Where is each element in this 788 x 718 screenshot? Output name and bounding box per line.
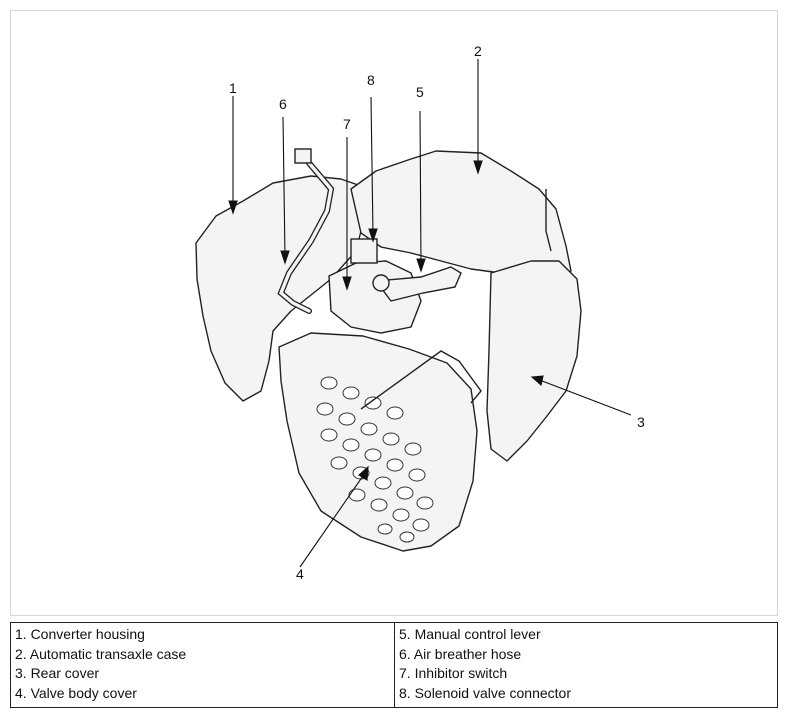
transaxle-illustration <box>195 150 582 552</box>
valve-cover-holes <box>316 376 434 543</box>
legend-item: 6. Air breather hose <box>399 645 522 662</box>
legend-item: 1. Converter housing <box>15 626 145 642</box>
callout-1: 1 <box>229 80 237 96</box>
leader-lines <box>228 59 632 568</box>
transaxle-diagram: 1 2 3 4 5 6 7 8 <box>195 43 645 582</box>
solenoid-connector-shape <box>350 238 378 264</box>
legend-item: 2. Automatic transaxle case <box>15 645 187 662</box>
legend-column-left: 1. Converter housing 2. Automatic transa… <box>11 623 395 707</box>
rear-cover-shape <box>486 260 582 462</box>
legend-item: 7. Inhibitor switch <box>399 665 508 681</box>
callout-7: 7 <box>343 116 351 132</box>
valve-body-cover-shape <box>278 332 478 552</box>
cooler-pipe-shape <box>360 350 482 410</box>
diagram-frame: 1 2 3 4 5 6 7 8 <box>10 10 778 616</box>
callout-6: 6 <box>279 96 287 112</box>
callout-5: 5 <box>416 84 424 100</box>
legend-item: 3. Rear cover <box>15 665 100 681</box>
legend-table: 1. Converter housing 2. Automatic transa… <box>10 622 778 708</box>
callout-4: 4 <box>296 566 304 582</box>
breather-cap-shape <box>294 148 312 164</box>
transaxle-case-shape <box>350 150 572 282</box>
legend-item: 8. Solenoid valve connector <box>399 684 571 701</box>
legend-item: 5. Manual control lever <box>399 626 541 642</box>
manual-control-lever-shape <box>374 266 462 302</box>
legend-column-right: 5. Manual control lever 6. Air breather … <box>395 623 777 707</box>
callout-2: 2 <box>474 43 482 59</box>
callout-3: 3 <box>637 414 645 430</box>
callout-8: 8 <box>367 72 375 88</box>
legend-item: 4. Valve body cover <box>15 684 137 701</box>
